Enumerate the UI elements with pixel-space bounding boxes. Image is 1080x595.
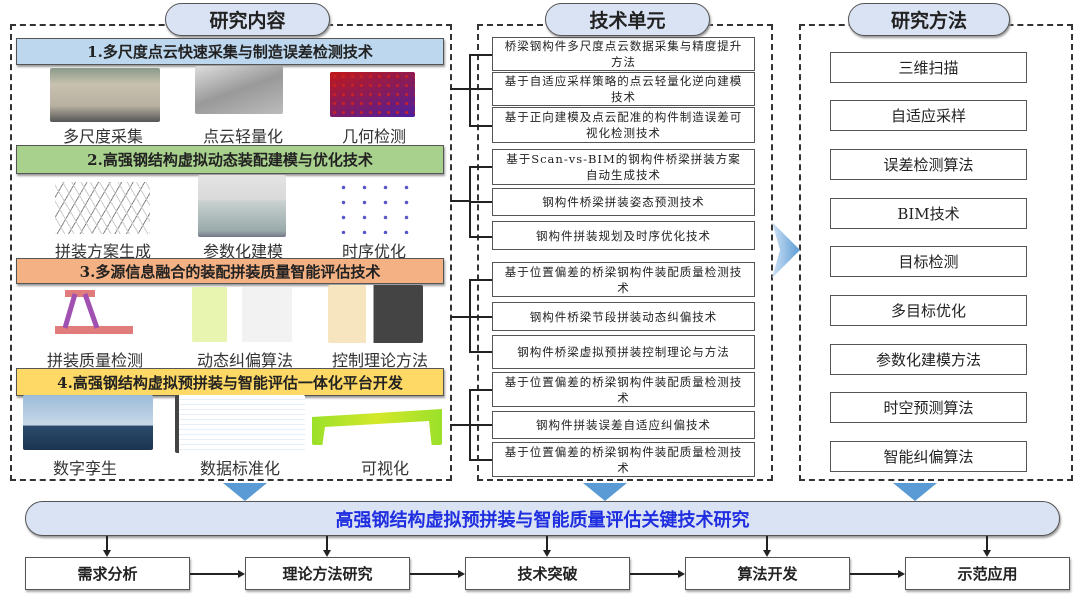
content-title: 研究内容	[165, 3, 330, 36]
truss-image	[55, 182, 150, 234]
arrow-icon	[983, 550, 991, 557]
point-cloud-image	[195, 66, 283, 114]
method-box: 智能纠偏算法	[830, 441, 1027, 472]
connector	[630, 573, 678, 575]
correction-algorithm-image	[192, 287, 292, 342]
caption: 参数化建模	[202, 242, 283, 261]
caption: 时序优化	[341, 242, 406, 261]
method-box: 目标检测	[830, 246, 1027, 277]
tech-unit: 钢构件桥梁拼装姿态预测技术	[492, 188, 755, 216]
connector	[450, 200, 470, 202]
connector	[469, 166, 492, 168]
connector	[450, 316, 470, 318]
tech-unit: 桥梁钢构件多尺度点云数据采集与精度提升方法	[492, 37, 755, 71]
connector	[469, 279, 471, 352]
caption: 动态纠偏算法	[196, 351, 293, 370]
arrow-icon	[543, 550, 551, 557]
caption: 拼装方案生成	[54, 242, 151, 261]
arrow-icon	[323, 550, 331, 557]
section-2-banner: 2.高强钢结构虚拟动态装配建模与优化技术	[16, 145, 444, 174]
connector	[469, 236, 492, 238]
summary-banner: 高强钢结构虚拟预拼装与智能质量评估关键技术研究	[25, 501, 1060, 536]
connector	[190, 573, 238, 575]
caption: 数字孪生	[52, 459, 117, 478]
connector	[450, 88, 470, 90]
connector	[469, 316, 492, 318]
digital-twin-image	[23, 395, 153, 450]
connector	[469, 279, 492, 281]
step-application: 示范应用	[905, 557, 1070, 590]
connector	[469, 54, 471, 126]
connector	[469, 424, 492, 426]
assembly-quality-image	[55, 290, 133, 334]
geometry-detection-image	[330, 72, 415, 117]
arrow-icon	[763, 550, 771, 557]
tech-unit: 基于正向建模及点云配准的构件制造误差可视化检测技术	[492, 107, 755, 143]
method-box: 多目标优化	[830, 295, 1027, 326]
arrow-icon	[238, 570, 245, 578]
connector	[450, 424, 470, 426]
caption: 数据标准化	[199, 459, 280, 478]
caption: 可视化	[360, 459, 409, 478]
connector	[469, 389, 492, 391]
down-arrow-icon	[583, 483, 627, 501]
tech-unit: 基于Scan-vs-BIM的钢构件桥梁拼装方案自动生成技术	[492, 149, 755, 185]
connector	[469, 88, 492, 90]
arrow-icon	[678, 570, 685, 578]
tech-unit: 基于位置偏差的桥梁钢构件装配质量检测技术	[492, 442, 755, 477]
method-box: 时空预测算法	[830, 392, 1027, 423]
right-arrow-icon	[772, 222, 800, 278]
connector	[469, 459, 492, 461]
caption: 点云轻量化	[202, 127, 283, 146]
step-algorithm: 算法开发	[685, 557, 850, 590]
tech-unit: 钢构件拼装规划及时序优化技术	[492, 221, 755, 250]
connector	[986, 536, 988, 552]
down-arrow-icon	[223, 483, 267, 501]
tech-unit: 基于位置偏差的桥梁钢构件装配质量检测技术	[492, 372, 755, 407]
tech-unit: 钢构件拼装误差自适应纠偏技术	[492, 411, 755, 439]
data-standardization-image	[175, 395, 305, 453]
method-box: 自适应采样	[830, 100, 1027, 131]
step-breakthrough: 技术突破	[465, 557, 630, 590]
caption: 控制理论方法	[331, 351, 428, 370]
connector	[469, 54, 492, 56]
connector	[469, 351, 492, 353]
method-box: 三维扫描	[830, 52, 1027, 83]
parametric-model-image	[198, 175, 286, 237]
connector	[410, 573, 458, 575]
caption: 拼装质量检测	[46, 351, 143, 370]
tech-unit: 基于位置偏差的桥梁钢构件装配质量检测技术	[492, 262, 755, 297]
tech-title: 技术单元	[545, 3, 710, 36]
section-1-banner: 1.多尺度点云快速采集与制造误差检测技术	[16, 38, 444, 65]
method-box: BIM技术	[830, 198, 1027, 229]
connector	[469, 201, 492, 203]
arrow-icon	[898, 570, 905, 578]
connector	[106, 536, 108, 552]
caption: 几何检测	[341, 127, 406, 146]
connector	[546, 536, 548, 552]
tech-unit: 钢构件桥梁虚拟预拼装控制理论与方法	[492, 335, 755, 369]
down-arrow-icon	[893, 483, 937, 501]
connector	[326, 536, 328, 552]
method-box: 参数化建模方法	[830, 344, 1027, 375]
tech-unit: 钢构件桥梁节段拼装动态纠偏技术	[492, 302, 755, 331]
method-title: 研究方法	[848, 3, 1010, 36]
tech-unit: 基于自适应采样策略的点云轻量化逆向建模技术	[492, 72, 755, 106]
step-theory: 理论方法研究	[245, 557, 410, 590]
arrow-icon	[458, 570, 465, 578]
connector	[850, 573, 898, 575]
method-box: 误差检测算法	[830, 149, 1027, 180]
connector	[469, 125, 492, 127]
multiscale-capture-image	[50, 68, 160, 122]
connector	[766, 536, 768, 552]
step-requirements: 需求分析	[25, 557, 190, 590]
arrow-icon	[103, 550, 111, 557]
sequence-optimization-image	[333, 180, 418, 234]
control-theory-image	[328, 285, 423, 343]
caption: 多尺度采集	[62, 127, 143, 146]
section-4-banner: 4.高强钢结构虚拟预拼装与智能评估一体化平台开发	[16, 368, 444, 396]
section-3-banner: 3.多源信息融合的装配拼装质量智能评估技术	[16, 258, 444, 284]
